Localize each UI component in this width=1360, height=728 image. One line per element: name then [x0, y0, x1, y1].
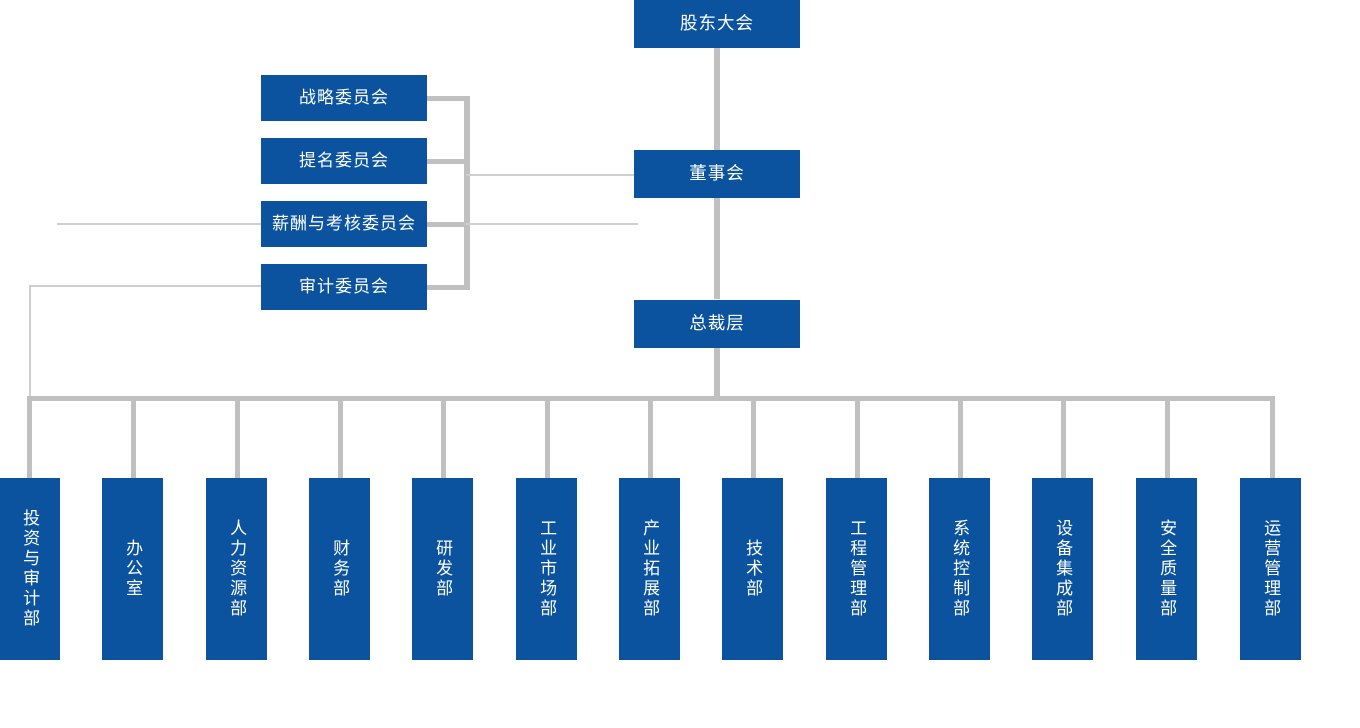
connector-committees-to-board: [466, 174, 636, 176]
node-label: 工业市场部: [537, 519, 557, 619]
node-label: 总裁层: [689, 313, 745, 334]
connector-compensation-right: [466, 223, 638, 225]
node-department-operations-management[interactable]: 运营管理部: [1240, 478, 1301, 660]
node-department-technology[interactable]: 技术部: [722, 478, 783, 660]
node-department-office[interactable]: 办公室: [102, 478, 163, 660]
node-department-industrial-market[interactable]: 工业市场部: [516, 478, 577, 660]
node-label: 产业拓展部: [640, 519, 660, 619]
connector-committee-stub-compensation: [426, 222, 470, 227]
connector-dept-stem-10: [958, 396, 963, 478]
connector-committee-spine: [464, 96, 470, 290]
node-president-level[interactable]: 总裁层: [634, 300, 800, 348]
node-department-safety-quality[interactable]: 安全质量部: [1136, 478, 1197, 660]
node-label: 安全质量部: [1157, 519, 1177, 619]
connector-dept-stem-8: [751, 396, 756, 478]
node-department-engineering-management[interactable]: 工程管理部: [826, 478, 887, 660]
node-label: 薪酬与考核委员会: [272, 214, 416, 234]
node-committee-compensation[interactable]: 薪酬与考核委员会: [261, 201, 427, 247]
connector-dept-stem-12: [1165, 396, 1170, 478]
connector-dept-stem-4: [338, 396, 343, 478]
node-department-research-development[interactable]: 研发部: [412, 478, 473, 660]
node-department-equipment-integration[interactable]: 设备集成部: [1032, 478, 1093, 660]
node-label: 投资与审计部: [20, 509, 40, 629]
connector-dept-stem-1: [27, 396, 32, 478]
node-label: 系统控制部: [950, 519, 970, 619]
node-label: 财务部: [330, 539, 350, 599]
node-label: 股东大会: [680, 13, 754, 34]
node-board-of-directors[interactable]: 董事会: [634, 150, 800, 198]
connector-dept-stem-6: [545, 396, 550, 478]
connector-dept-stem-9: [855, 396, 860, 478]
node-label: 战略委员会: [299, 88, 389, 108]
connector-dept-stem-3: [235, 396, 240, 478]
node-label: 设备集成部: [1053, 519, 1073, 619]
node-committee-strategy[interactable]: 战略委员会: [261, 75, 427, 121]
connector-audit-left: [29, 285, 261, 287]
node-label: 审计委员会: [299, 277, 389, 297]
connector-board-to-president: [714, 198, 720, 299]
node-department-human-resources[interactable]: 人力资源部: [206, 478, 267, 660]
node-label: 研发部: [433, 539, 453, 599]
node-department-industry-expansion[interactable]: 产业拓展部: [619, 478, 680, 660]
connector-compensation-left: [57, 223, 261, 225]
connector-dept-stem-13: [1270, 396, 1275, 478]
node-department-investment-audit[interactable]: 投资与审计部: [0, 478, 60, 660]
node-label: 董事会: [689, 163, 745, 184]
node-committee-nomination[interactable]: 提名委员会: [261, 138, 427, 184]
connector-committee-stub-audit: [426, 285, 470, 290]
connector-committee-stub-nomination: [426, 159, 470, 164]
node-label: 技术部: [743, 539, 763, 599]
node-department-system-control[interactable]: 系统控制部: [929, 478, 990, 660]
node-label: 办公室: [123, 539, 143, 599]
node-shareholders-meeting[interactable]: 股东大会: [634, 0, 800, 48]
connector-dept-stem-5: [441, 396, 446, 478]
connector-president-to-bus: [714, 348, 720, 400]
connector-dept-stem-11: [1061, 396, 1066, 478]
connector-dept-stem-2: [131, 396, 136, 478]
connector-audit-down: [29, 285, 31, 398]
node-label: 提名委员会: [299, 151, 389, 171]
node-label: 人力资源部: [227, 519, 247, 619]
node-committee-audit[interactable]: 审计委员会: [261, 264, 427, 310]
node-label: 运营管理部: [1261, 519, 1281, 619]
connector-committee-stub-strategy: [426, 96, 470, 101]
node-label: 工程管理部: [847, 519, 867, 619]
connector-dept-stem-7: [648, 396, 653, 478]
node-department-finance[interactable]: 财务部: [309, 478, 370, 660]
connector-shareholders-to-board: [714, 48, 720, 151]
